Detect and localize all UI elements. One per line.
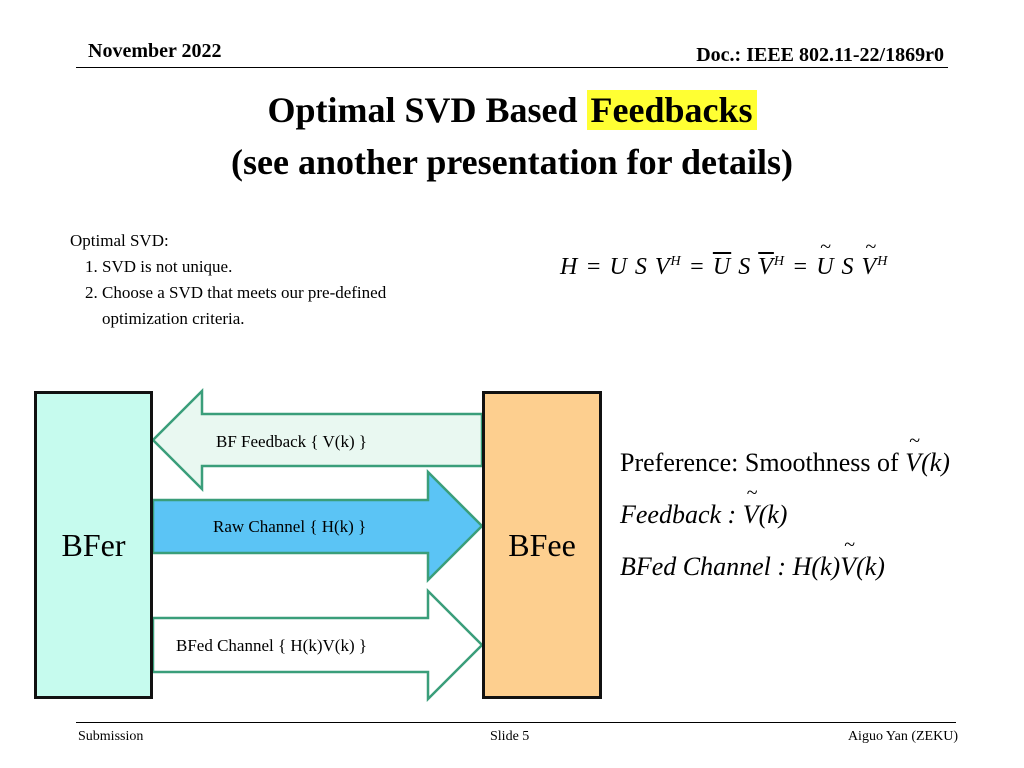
header-date: November 2022 [88, 40, 222, 62]
bfed-channel-arrow [151, 587, 484, 703]
preference-line: Preference: Smoothness of V(k) [620, 430, 950, 478]
raw-channel-arrow [151, 468, 484, 584]
bfer-box: BFer [34, 391, 153, 699]
intro-text: Optimal SVD: SVD is not unique. Choose a… [70, 228, 462, 332]
bfed-channel-line: BFed Channel : H(k)V(k) [620, 534, 885, 582]
slide-title: Optimal SVD Based Feedbacks (see another… [0, 84, 1024, 188]
intro-heading: Optimal SVD: [70, 231, 169, 250]
title-line2: (see another presentation for details) [231, 142, 793, 182]
footer-slide-number: Slide 5 [490, 729, 530, 744]
feedback-arrow [151, 387, 484, 493]
title-line1: Optimal SVD Based [267, 90, 587, 130]
list-item: SVD is not unique. [102, 254, 462, 280]
title-highlight: Feedbacks [586, 90, 757, 130]
intro-list: SVD is not unique. Choose a SVD that mee… [70, 254, 462, 332]
svd-equation: H = U S VH = U S VH = U S VH [560, 236, 888, 281]
footer-left: Submission [78, 729, 144, 744]
list-item: Choose a SVD that meets our pre-defined … [102, 280, 462, 332]
header-divider [76, 67, 948, 68]
bfee-label: BFee [508, 526, 576, 563]
feedback-line: Feedback : V(k) [620, 482, 787, 530]
bfee-box: BFee [482, 391, 602, 699]
footer-author: Aiguo Yan (ZEKU) [847, 729, 958, 744]
header-doc-id: Doc.: IEEE 802.11-22/1869r0 [696, 44, 944, 66]
footer-divider [76, 722, 956, 723]
raw-arrow-label: Raw Channel { H(k) } [213, 517, 367, 536]
bfed-arrow-label: BFed Channel { H(k)V(k) } [176, 636, 368, 655]
feedback-arrow-label: BF Feedback { V(k) } [216, 432, 368, 451]
bfer-label: BFer [61, 526, 126, 563]
